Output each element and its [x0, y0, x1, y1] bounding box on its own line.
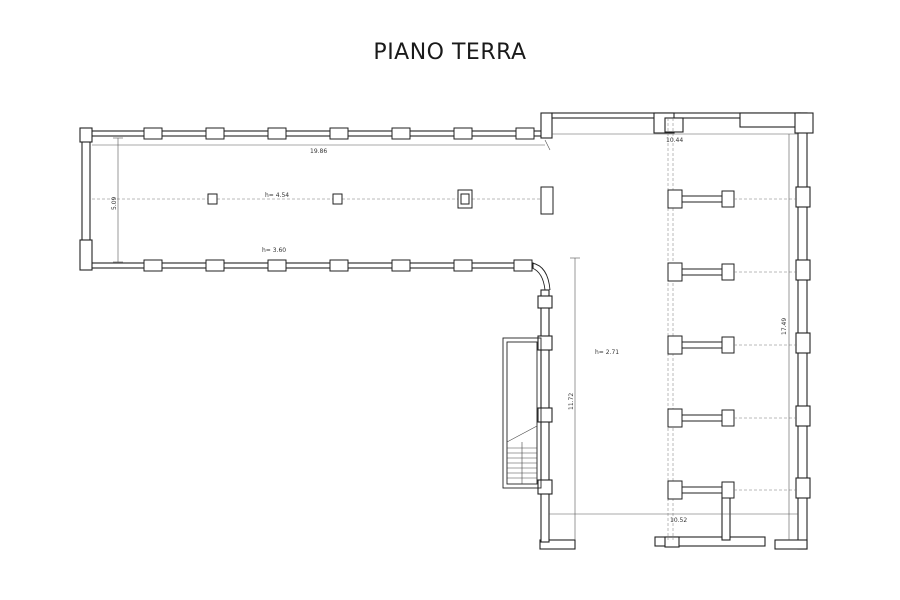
- east-piers: [667, 189, 735, 500]
- external-stair: [502, 337, 542, 489]
- south-corridor-walls: [531, 262, 553, 543]
- south-length-dimension: [570, 257, 580, 540]
- wing-main-height-label: h= 4.54: [265, 192, 289, 199]
- hall-height-label: h= 2.71: [595, 349, 619, 356]
- wing-lower-height-label: h= 3.60: [262, 247, 286, 254]
- page-title: PIANO TERRA: [373, 40, 527, 65]
- bottom-width-label: 10.52: [670, 517, 687, 524]
- wing-columns: [207, 186, 554, 215]
- wing-length-dimension: [92, 139, 551, 151]
- wing-length-label: 19.86: [310, 148, 327, 155]
- east-pier-axes: [734, 198, 798, 491]
- wing-width-dimension: [113, 137, 123, 263]
- top-wall-pilasters: [143, 127, 535, 140]
- east-width-label: 10.44: [666, 137, 683, 144]
- east-block-walls: [539, 112, 814, 550]
- east-length-label: 17.49: [781, 318, 788, 335]
- south-length-label: 11.72: [568, 393, 575, 410]
- wing-width-label: 5.09: [111, 196, 118, 210]
- bottom-wall-pilasters: [143, 259, 533, 272]
- west-wing-walls: [79, 112, 553, 271]
